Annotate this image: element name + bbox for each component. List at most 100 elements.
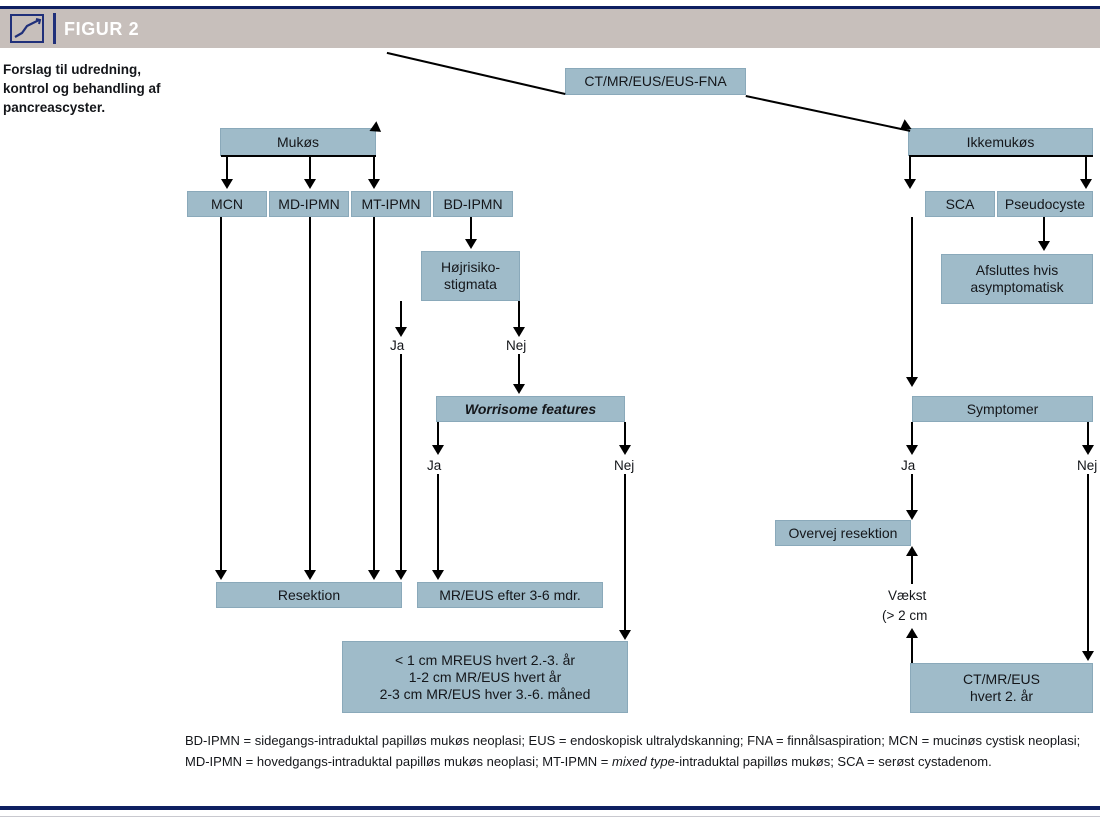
edge-ikkemukos-to-pseudocyste-arrow [1080,179,1092,189]
edge-hojrisiko-ja-to-resektion-arrow [395,570,407,580]
edge-pseudocyste-to-afsluttes-arrow [1038,241,1050,251]
label-hojrisiko-nej: Nej [504,338,529,354]
line-chart-icon [10,14,44,43]
node-mr-eus-3-6-mdr[interactable]: MR/EUS efter 3-6 mdr. [417,582,603,608]
edge-symptomer-ja [911,422,913,447]
figure-header-band [0,9,1100,48]
edge-vaekst-to-overvej [911,556,913,584]
edge-worrisome-ja-to-mreus-arrow [432,570,444,580]
edge-sca-to-symptomer-arrow [906,377,918,387]
edge-mt-to-resektion [373,217,375,572]
edge-worrisome-nej [624,422,626,447]
edge-symptomer-nej-to-ct-arrow [1082,651,1094,661]
edge-root-to-mukos [386,51,566,95]
footnote-italic: mixed type [612,754,675,769]
edge-symptomer-ja-to-overvej [911,474,913,512]
edge-mt-to-resektion-arrow [368,570,380,580]
edge-mukos-to-md [309,155,311,181]
surveillance-line1: < 1 cm MREUS hvert 2.-3. år [394,651,576,668]
node-root[interactable]: CT/MR/EUS/EUS-FNA [565,68,746,95]
label-hojrisiko-ja: Ja [388,338,407,354]
label-vaekst-line2: (> 2 cm [880,608,930,624]
label-symptomer-ja: Ja [899,458,918,474]
edge-mukos-bus [221,155,376,157]
edge-symptomer-ja-to-overvej-arrow [906,510,918,520]
edge-hojrisiko-ja-to-resektion [400,354,402,572]
figure-caption: Forslag til udredning, kontrol og behand… [3,62,161,115]
label-worrisome-ja: Ja [425,458,444,474]
edge-mukos-to-mcn-arrow [221,179,233,189]
edge-ikkemukos-to-sca-arrow [904,179,916,189]
node-overvej-resektion[interactable]: Overvej resektion [775,520,911,546]
edge-symptomer-nej-arrow [1082,445,1094,455]
node-symptomer[interactable]: Symptomer [912,396,1093,422]
node-mcn[interactable]: MCN [187,191,267,217]
edge-worrisome-nej-arrow [619,445,631,455]
edge-hojrisiko-ja-arrow [395,327,407,337]
node-sca[interactable]: SCA [925,191,995,217]
node-mukos[interactable]: Mukøs [220,128,376,156]
node-md-ipmn[interactable]: MD-IPMN [269,191,349,217]
edge-hojrisiko-nej-to-worrisome [518,354,520,386]
bottom-rule-thin [0,816,1100,817]
header-divider [53,13,56,44]
node-hojrisiko-line1: Højrisiko- [440,259,501,275]
edge-mukos-to-mt-arrow [368,179,380,189]
page-title: FIGUR 2 [64,19,140,39]
edge-pseudocyste-to-afsluttes [1043,217,1045,243]
edge-symptomer-nej-to-ct [1087,474,1089,653]
edge-mukos-to-md-arrow [304,179,316,189]
footnote-part1: BD-IPMN = sidegangs-intraduktal papilløs… [185,733,1081,769]
edge-ikkemukos-to-sca [909,155,911,181]
label-symptomer-nej: Nej [1075,458,1100,474]
edge-hojrisiko-ja [400,301,402,329]
edge-symptomer-nej [1087,422,1089,447]
surveillance-line3: 2-3 cm MR/EUS hver 3.-6. måned [379,685,591,702]
edge-worrisome-ja-to-mreus [437,474,439,572]
node-pseudocyste[interactable]: Pseudocyste [997,191,1093,217]
edge-worrisome-nej-to-surveillance [624,474,626,632]
edge-ikkemukos-bus [909,155,1093,157]
edge-mcn-to-resektion-arrow [215,570,227,580]
edge-md-to-resektion [309,217,311,572]
edge-hojrisiko-nej-arrow [513,327,525,337]
surveillance-line2: 1-2 cm MR/EUS hvert år [408,668,562,685]
ct-mr-eus-line2: hvert 2. år [969,688,1034,704]
node-afsluttes-line2: asymptomatisk [970,279,1064,295]
edge-symptomer-ja-arrow [906,445,918,455]
bottom-rule [0,806,1100,810]
edge-bd-to-hojrisiko-arrow [465,239,477,249]
edge-vaekst-to-overvej-arrow [906,546,918,556]
figure-footnote: BD-IPMN = sidegangs-intraduktal papilløs… [185,730,1090,772]
edge-ikkemukos-to-pseudocyste [1085,155,1087,181]
node-resektion[interactable]: Resektion [216,582,402,608]
edge-sca-to-symptomer [911,217,913,379]
edge-worrisome-ja [437,422,439,447]
edge-bd-to-hojrisiko [470,217,472,241]
edge-hojrisiko-nej [518,301,520,329]
node-ct-mr-eus-hvert-2-ar[interactable]: CT/MR/EUS hvert 2. år [910,663,1093,713]
edge-hojrisiko-nej-to-worrisome-arrow [513,384,525,394]
node-afsluttes-hvis-asymptomatisk[interactable]: Afsluttes hvis asymptomatisk [941,254,1093,304]
edge-md-to-resektion-arrow [304,570,316,580]
node-ikkemukos[interactable]: Ikkemukøs [908,128,1093,156]
node-hojrisiko-stigmata[interactable]: Højrisiko- stigmata [421,251,520,301]
node-worrisome-features[interactable]: Worrisome features [436,396,625,422]
edge-mukos-to-mt [373,155,375,181]
edge-mcn-to-resektion [220,217,222,572]
footnote-part2: -intraduktal papilløs mukøs; SCA = serøs… [674,754,992,769]
node-surveillance-schedule[interactable]: < 1 cm MREUS hvert 2.-3. år 1-2 cm MR/EU… [342,641,628,713]
edge-mukos-to-mcn [226,155,228,181]
node-bd-ipmn[interactable]: BD-IPMN [433,191,513,217]
node-hojrisiko-line2: stigmata [444,276,497,292]
edge-ct-to-vaekst-arrow [906,628,918,638]
edge-worrisome-ja-arrow [432,445,444,455]
edge-worrisome-nej-to-surveillance-arrow [619,630,631,640]
ct-mr-eus-line1: CT/MR/EUS [963,671,1040,687]
edge-root-to-ikkemukos [745,95,911,132]
edge-ct-to-vaekst [911,636,913,663]
top-rule [0,6,1100,9]
label-vaekst-line1: Vækst [886,588,929,604]
node-afsluttes-line1: Afsluttes hvis [975,262,1059,278]
node-mt-ipmn[interactable]: MT-IPMN [351,191,431,217]
